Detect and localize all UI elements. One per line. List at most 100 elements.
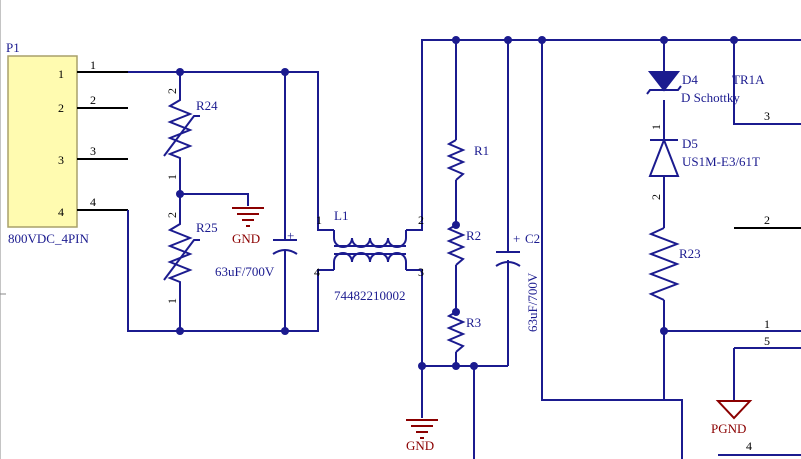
connector-pin-number: 4 [90, 195, 96, 209]
resistor-zigzag [446, 311, 466, 353]
connector-value: 800VDC_4PIN [8, 231, 90, 246]
resistor-label: R3 [466, 315, 481, 330]
resistor-pin-number: 1 [165, 174, 179, 180]
gnd-symbol-left: GND [232, 207, 264, 246]
capacitor-curved-plate [272, 249, 298, 255]
capacitor-value: 63uF/700V [525, 272, 540, 332]
junction-dot [418, 362, 426, 370]
inductor-pin-number: 1 [316, 213, 322, 227]
diode-label: D5 [682, 136, 698, 151]
diode-pin-number: 2 [649, 194, 663, 200]
junction-dot [281, 327, 289, 335]
junction-dot [470, 362, 478, 370]
resistor-pin-number: 2 [165, 88, 179, 94]
wire-output-top [406, 39, 801, 231]
resistor-r23[interactable]: R23 [648, 227, 701, 301]
capacitor-c2[interactable]: + C2 63uF/700V [495, 231, 540, 332]
wire-input-top [128, 71, 334, 231]
junction-dot [176, 327, 184, 335]
junction-dot [452, 36, 460, 44]
resistor-pin-number: 2 [165, 212, 179, 218]
resistor-zigzag [446, 224, 466, 266]
transformer-pin-number: 1 [764, 317, 770, 331]
junction-dot [176, 68, 184, 76]
capacitor-input[interactable]: + 63uF/700V [215, 228, 298, 279]
wire-to-tr-pin3 [733, 40, 801, 125]
diode-triangle [648, 137, 680, 177]
wire-input-bottom [127, 210, 334, 332]
connector-pin-label: 2 [58, 101, 64, 115]
resistor-pin-number: 1 [165, 298, 179, 304]
schottky-bar [646, 85, 682, 95]
pgnd-label: PGND [711, 421, 746, 436]
connector-body [7, 55, 78, 228]
pgnd-symbol: PGND [711, 400, 753, 436]
inductor-winding-bottom [333, 252, 407, 270]
capacitor-curved-plate [495, 261, 521, 267]
resistor-label: R2 [466, 228, 481, 243]
junction-dot [660, 327, 668, 335]
varistor-slash [163, 115, 200, 157]
transformer-label: TR1A [732, 72, 765, 87]
resistor-zigzag [648, 227, 680, 301]
diode-value: US1M-E3/61T [682, 154, 760, 169]
capacitor-value: 63uF/700V [215, 264, 275, 279]
connector-pin-label: 1 [58, 67, 64, 81]
resistor-r2[interactable]: R2 [446, 224, 481, 266]
diode-value: D Schottky [681, 90, 740, 105]
junction-dot [538, 36, 546, 44]
inductor-pin-number: 2 [418, 213, 424, 227]
connector-designator: P1 [6, 40, 20, 55]
junction-dot [504, 36, 512, 44]
resistor-r25[interactable]: R25 2 1 [163, 210, 218, 304]
wire-to-gnd-left [180, 193, 249, 206]
junction-dot [176, 190, 184, 198]
resistor-r24[interactable]: R24 2 1 [163, 86, 218, 180]
inductor-pin-number: 4 [314, 265, 320, 279]
inductor-l1[interactable]: L1 74482210002 1 2 4 3 [314, 208, 424, 303]
diode-d5[interactable]: D5 US1M-E3/61T 2 [648, 136, 760, 200]
transformer-tr1a[interactable]: TR1A 3 2 1 5 4 [732, 72, 770, 453]
gnd-label: GND [232, 231, 260, 246]
resistor-label: R23 [679, 246, 701, 261]
resistor-label: R25 [196, 220, 218, 235]
resistor-r1[interactable]: R1 [446, 139, 489, 181]
connector-pin-number: 1 [90, 58, 96, 72]
resistor-zigzag [167, 86, 193, 170]
junction-dot [452, 362, 460, 370]
net-wires [127, 39, 801, 459]
resistor-label: R1 [474, 143, 489, 158]
wire-rail-542 [541, 40, 683, 459]
resistor-r3[interactable]: R3 [446, 311, 481, 353]
transformer-pin-number: 5 [764, 334, 770, 348]
connector-pin-number: 3 [90, 144, 96, 158]
inductor-value: 74482210002 [334, 288, 406, 303]
gnd-label: GND [406, 438, 434, 453]
diode-d4[interactable]: D4 D Schottky 1 [646, 71, 740, 130]
diode-triangle [647, 71, 681, 92]
resistor-zigzag [167, 210, 193, 296]
capacitor-polarity: + [287, 228, 294, 243]
transformer-pin-number: 2 [764, 213, 770, 227]
connector-pin-number: 2 [90, 93, 96, 107]
diode-pin-number: 1 [649, 124, 663, 130]
junction-dots [176, 36, 738, 370]
varistor-slash [163, 239, 200, 281]
transformer-pin-number: 4 [746, 439, 752, 453]
junction-dot [281, 68, 289, 76]
inductor-winding-top [333, 230, 407, 248]
connector-pin-label: 3 [58, 153, 64, 167]
resistor-label: R24 [196, 98, 218, 113]
wire-output-bottom [406, 269, 508, 367]
capacitor-label: C2 [525, 231, 540, 246]
inductor-pin-number: 3 [418, 265, 424, 279]
junction-dot [730, 36, 738, 44]
connector-pin-label: 4 [58, 205, 64, 219]
capacitor-polarity: + [513, 231, 520, 246]
inductor-label: L1 [334, 208, 348, 223]
pgnd-triangle [715, 400, 753, 420]
connector-p1[interactable]: P1 800VDC_4PIN 1 2 3 4 1 2 3 4 [6, 40, 128, 246]
transformer-pin-number: 3 [764, 109, 770, 123]
resistor-zigzag [446, 139, 466, 181]
